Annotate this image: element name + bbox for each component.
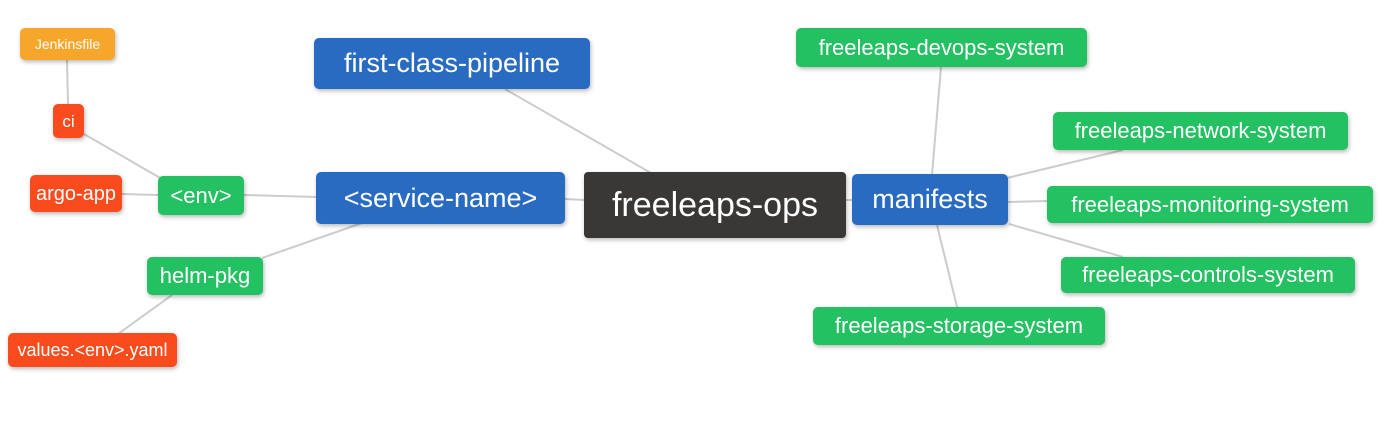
edge-manifests-storage	[936, 224, 958, 308]
node-freeleaps-ops-root[interactable]: freeleaps-ops	[584, 172, 846, 238]
edge-values-helmpkg	[117, 294, 173, 335]
node-freeleaps-network-system[interactable]: freeleaps-network-system	[1053, 112, 1348, 150]
edge-helmpkg-servicename	[261, 222, 363, 259]
edge-env-servicename	[243, 194, 318, 198]
edge-manifests-controls	[1008, 223, 1124, 258]
node-helm-pkg[interactable]: helm-pkg	[147, 257, 263, 295]
edge-jenkinsfile-ci	[66, 59, 69, 105]
node-jenkinsfile[interactable]: Jenkinsfile	[20, 28, 115, 60]
edge-manifests-network	[1006, 149, 1124, 179]
edge-pipeline-root	[504, 88, 652, 174]
node-service-name[interactable]: <service-name>	[316, 172, 565, 224]
node-freeleaps-devops-system[interactable]: freeleaps-devops-system	[796, 28, 1087, 67]
node-env[interactable]: <env>	[158, 176, 244, 215]
node-argo-app[interactable]: argo-app	[30, 175, 122, 212]
node-freeleaps-monitoring-system[interactable]: freeleaps-monitoring-system	[1047, 186, 1373, 223]
edge-argoapp-env	[121, 193, 159, 196]
node-manifests[interactable]: manifests	[852, 174, 1008, 225]
node-freeleaps-storage-system[interactable]: freeleaps-storage-system	[813, 307, 1105, 345]
node-values-env-yaml[interactable]: values.<env>.yaml	[8, 333, 177, 367]
edge-manifests-monitoring	[1006, 200, 1049, 203]
node-first-class-pipeline[interactable]: first-class-pipeline	[314, 38, 590, 89]
edge-ci-env	[83, 133, 163, 180]
node-freeleaps-controls-system[interactable]: freeleaps-controls-system	[1061, 257, 1355, 293]
node-ci[interactable]: ci	[53, 104, 84, 138]
edge-servicename-root	[564, 198, 586, 201]
edge-manifests-devops	[931, 66, 942, 176]
